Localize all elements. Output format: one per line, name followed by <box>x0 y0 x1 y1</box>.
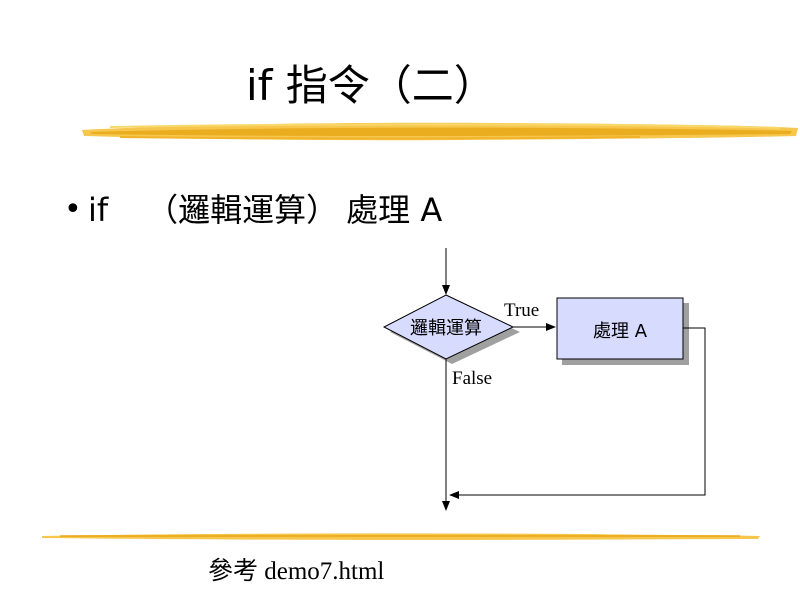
false-label: False <box>452 368 492 389</box>
process-label: 處理 A <box>593 321 648 342</box>
footer-reference: 參考 demo7.html <box>208 558 385 585</box>
decision-label: 邏輯運算 <box>410 318 482 339</box>
process-box <box>556 297 684 360</box>
slide-title: if 指令（二） <box>246 61 496 110</box>
return-path <box>449 327 706 499</box>
bullet-action: 處理 A <box>346 191 443 229</box>
bullet-condition: （邏輯運算） <box>146 191 339 229</box>
bullet-keyword: if <box>88 191 109 229</box>
footer-divider-brush <box>42 533 760 540</box>
title-underline-brush <box>82 122 798 141</box>
bullet-dot-icon: • <box>64 192 82 227</box>
true-label: True <box>504 300 539 321</box>
bullet-item: •if （邏輯運算）處理 A <box>64 188 442 232</box>
